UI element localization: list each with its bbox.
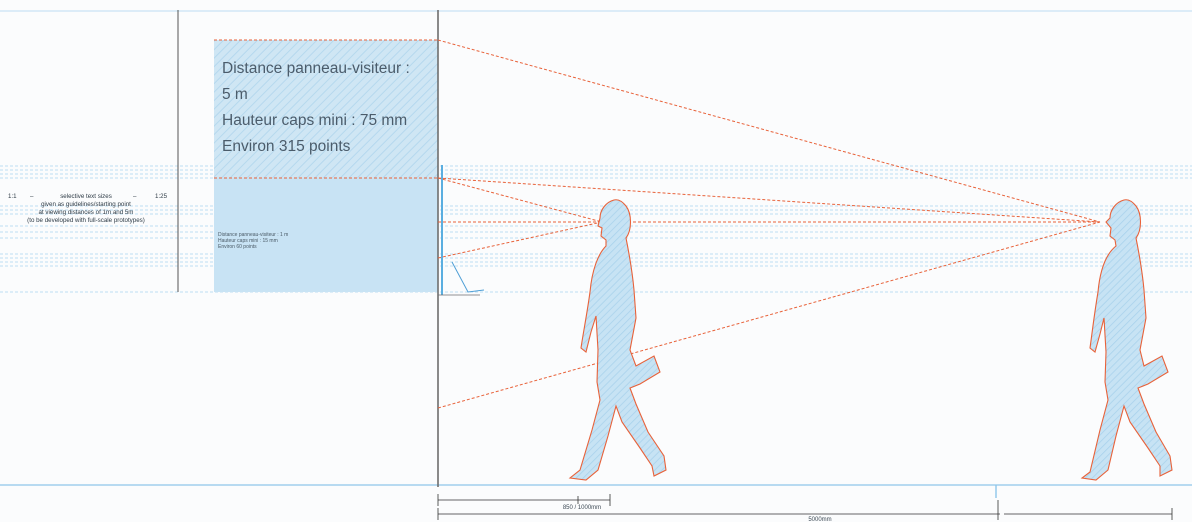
side-note-dash-right: – xyxy=(133,193,137,200)
dimension-ruler-far xyxy=(437,500,1173,520)
side-note-line4: (to be developed with full-scale prototy… xyxy=(27,217,145,224)
visitor-near xyxy=(568,199,667,481)
panel-text-line3: Hauteur caps mini : 75 mm xyxy=(222,112,407,129)
side-note-ratio-mid: selective text sizes xyxy=(60,193,112,200)
visitor-far-silhouette xyxy=(1080,199,1173,481)
side-note-dash-left: – xyxy=(30,193,34,200)
large-panel xyxy=(214,40,438,178)
small-panel-text-line3: Environ 60 points xyxy=(218,244,257,250)
side-note: 1:1 – selective text sizes – 1:25 given … xyxy=(8,193,168,224)
small-panel xyxy=(214,178,438,292)
side-note-ratio-right: 1:25 xyxy=(155,193,168,200)
panel-text-line2: 5 m xyxy=(222,86,248,103)
visitor-far xyxy=(1080,199,1173,481)
wall-bracket xyxy=(451,261,485,293)
side-note-line2: given as guidelines/starting point xyxy=(41,201,131,208)
small-panel-text-line2: Hauteur caps mini : 15 mm xyxy=(218,238,278,244)
visitor-near-silhouette xyxy=(568,199,667,481)
dimension-label-far: 5000mm xyxy=(808,517,831,522)
panel-text-line4: Environ 315 points xyxy=(222,138,351,155)
side-note-line3: at viewing distances of 1m and 5m xyxy=(39,209,134,216)
sightlines xyxy=(437,39,1101,409)
dimension-ruler-near xyxy=(437,494,611,506)
small-panel-text-line1: Distance panneau-visiteur : 1 m xyxy=(218,232,288,238)
panel-text-line1: Distance panneau-visiteur : xyxy=(222,60,410,77)
side-note-ratio-left: 1:1 xyxy=(8,193,17,200)
dimension-label-near: 850 / 1000mm xyxy=(563,505,601,511)
